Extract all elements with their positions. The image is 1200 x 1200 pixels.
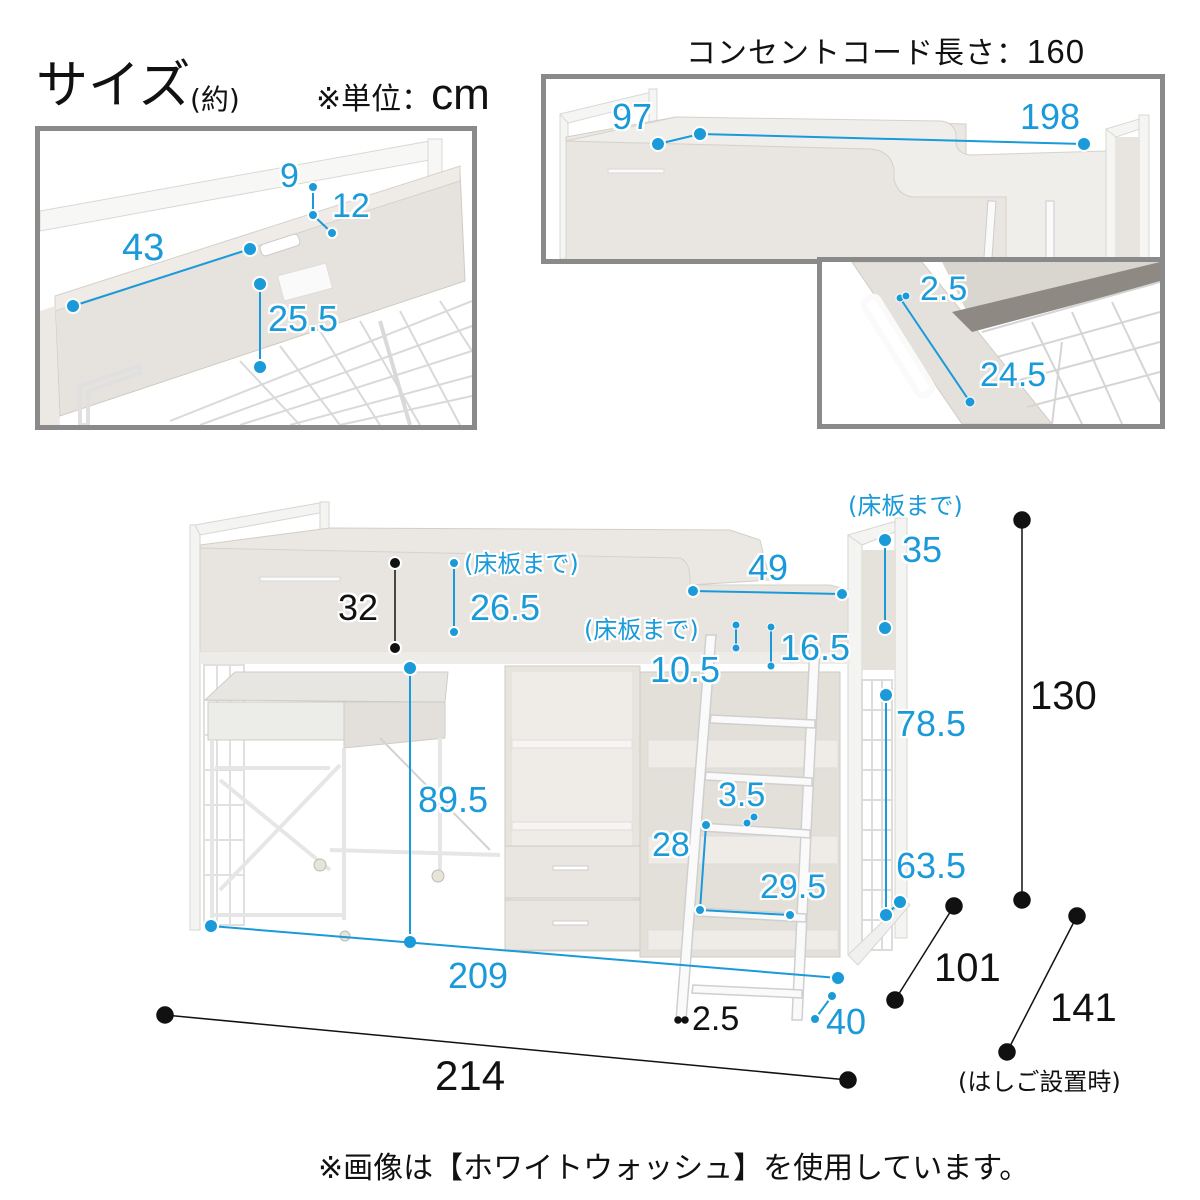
dim-ladder-offset: 40 [826, 1001, 867, 1042]
dim-low-rail-height: 16.5 [780, 627, 851, 668]
approx-label: (約) [190, 83, 240, 116]
dim-shelf-depth-top: 9 [280, 157, 299, 195]
dim-shelf-depth-slot: 12 [332, 187, 370, 225]
dim-headboard-to-floorboard: 35 [902, 529, 943, 570]
floor-note-guard: (床板まで) [464, 550, 579, 578]
handle-illustration [851, 262, 1160, 424]
dim-shelf-height: 25.5 [268, 298, 339, 339]
footer-note: ※画像は【ホワイトウォッシュ】を使用しています。 [318, 1151, 1030, 1186]
dim-shelf-width: 43 [122, 227, 165, 269]
dim-under-bed-clearance: 89.5 [418, 779, 489, 820]
dim-guard-to-floorboard: 26.5 [470, 587, 541, 628]
dim-total-depth: 101 [934, 946, 1001, 990]
dim-rail-left: 97 [612, 96, 653, 137]
dim-rung-width: 29.5 [760, 868, 827, 906]
dim-rung-thickness: 3.5 [718, 776, 766, 814]
depth-with-ladder-note: (はしご設置時) [958, 1068, 1121, 1096]
dim-guard-height: 32 [338, 587, 379, 628]
dim-under-bed-side: 78.5 [896, 703, 967, 744]
dim-inner-length: 209 [448, 955, 509, 996]
dim-side-bottom: 63.5 [896, 845, 967, 886]
page-title: サイズ [36, 56, 191, 116]
unit-prefix: ※単位： [316, 82, 432, 117]
dim-ladder-opening: 49 [748, 547, 789, 588]
dim-ladder-leg: 2.5 [692, 1000, 740, 1038]
dim-rail-right: 198 [1020, 96, 1081, 137]
dim-total-length: 214 [435, 1052, 506, 1099]
cord-length-value: 160 [1027, 33, 1086, 70]
dim-handle-thickness: 2.5 [920, 270, 968, 308]
unit-label: ※単位：cm [316, 70, 490, 120]
cord-label-text: コンセントコード長さ： [686, 36, 1027, 71]
detail-panel-headboard-shelf: 43 9 12 25.5 [35, 126, 477, 430]
floor-note-low-rail: (床板まで) [584, 616, 699, 644]
detail-panel-handle: 2.5 24.5 [817, 257, 1165, 429]
dim-depth-with-ladder: 141 [1050, 986, 1117, 1030]
cord-length-label: コンセントコード長さ：160 [686, 28, 1085, 72]
dim-low-rail-to-floorboard: 10.5 [650, 649, 721, 690]
dim-rung-spacing: 28 [652, 826, 690, 864]
floor-note-headboard: (床板まで) [848, 492, 963, 520]
detail-panel-guard-rail: 97 198 [541, 74, 1165, 264]
headboard-shelf-illustration [40, 138, 472, 425]
unit-value: cm [431, 70, 490, 119]
guard-rail-illustration [559, 88, 1150, 259]
dim-total-height: 130 [1030, 674, 1097, 718]
dim-handle-length: 24.5 [980, 356, 1047, 394]
